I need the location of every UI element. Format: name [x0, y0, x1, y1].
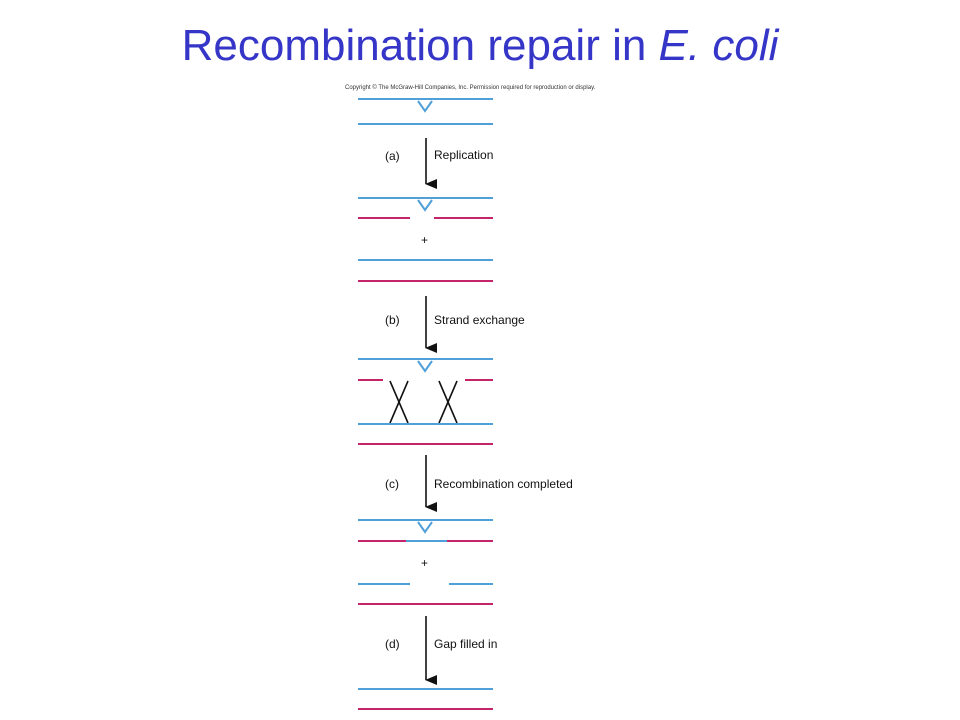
step-c: (c) Recombination completed: [385, 455, 573, 512]
step-d-tag: (d): [385, 637, 400, 651]
repaired-duplex: [358, 519, 493, 542]
step-a: (a) Replication: [385, 138, 493, 189]
step-c-label: Recombination completed: [434, 477, 573, 491]
plus-symbol: +: [421, 233, 428, 247]
holliday-crossover-right: [438, 380, 458, 424]
slide-title: Recombination repair in E. coli: [0, 20, 960, 72]
step-d: (d) Gap filled in: [385, 616, 497, 685]
step-b-label: Strand exchange: [434, 313, 525, 327]
post-replication-intact-duplex: [358, 259, 493, 282]
strand-exchange-structure: [358, 358, 493, 445]
final-duplex: [358, 688, 493, 710]
gapped-donor-duplex: [358, 583, 493, 605]
step-b: (b) Strand exchange: [385, 296, 525, 353]
initial-duplex: [358, 98, 493, 125]
lesion-marker: [417, 521, 433, 534]
step-b-tag: (b): [385, 313, 400, 327]
lesion-marker: [417, 199, 433, 212]
slide-title-text: Recombination repair in: [181, 21, 659, 70]
step-a-label: Replication: [434, 148, 493, 162]
lesion-marker: [417, 100, 433, 113]
step-a-tag: (a): [385, 149, 400, 163]
step-d-label: Gap filled in: [434, 637, 497, 651]
copyright-notice: Copyright © The McGraw-Hill Companies, I…: [345, 85, 596, 91]
slide-title-organism: E. coli: [658, 21, 779, 70]
holliday-crossover-left: [389, 380, 409, 424]
lesion-marker: [417, 360, 433, 373]
step-c-tag: (c): [385, 477, 399, 491]
plus-symbol: +: [421, 556, 428, 570]
post-replication-damaged-duplex: [358, 197, 493, 219]
